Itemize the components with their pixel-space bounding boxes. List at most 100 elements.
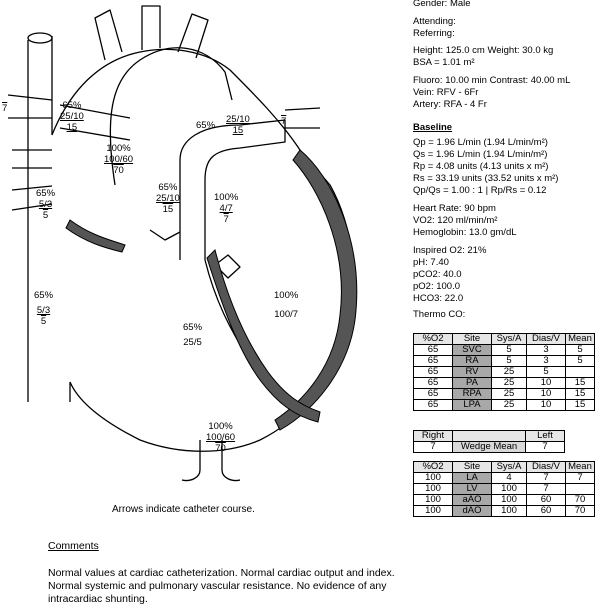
qp-line: Qp = 1.96 L/min (1.94 L/min/m²) — [413, 137, 548, 148]
cell: 25 — [492, 400, 527, 411]
hemodynamics-table-left: %O2 Site Sys/A Dias/V Mean 100 LA 4 7 7 … — [413, 461, 595, 517]
col-mean: Mean — [566, 462, 595, 473]
table-row: 100 LV 100 7 — [414, 484, 595, 495]
cell: 100 — [414, 484, 453, 495]
comments-title: Comments — [48, 540, 99, 552]
cell: 70 — [566, 506, 595, 517]
col-o2: %O2 — [414, 462, 453, 473]
wedge-left-label: Left — [526, 431, 565, 442]
wedge-mean-label: Wedge Mean — [453, 442, 526, 453]
col-dias: Dias/V — [527, 334, 566, 345]
wedge-right-label: Right — [414, 431, 453, 442]
cell: 60 — [527, 495, 566, 506]
cell-site: LPA — [453, 400, 492, 411]
heart-rate-line: Heart Rate: 90 bpm — [413, 203, 496, 214]
aao-label: 100% 100/60 70 — [104, 143, 133, 176]
cell: 10 — [527, 389, 566, 400]
cell: 65 — [414, 389, 453, 400]
cell: 5 — [566, 345, 595, 356]
artery-line: Artery: RFA - 4 Fr — [413, 99, 487, 110]
pco2-line: pCO2: 40.0 — [413, 269, 462, 280]
cell: 100 — [414, 506, 453, 517]
rs-line: Rs = 33.19 units (33.52 units x m²) — [413, 173, 558, 184]
attending-line: Attending: — [413, 16, 456, 27]
cell: 5 — [492, 345, 527, 356]
rv-outflow — [66, 220, 125, 252]
cell-site: dAO — [453, 506, 492, 517]
cell: 25 — [492, 367, 527, 378]
lv-label: 100% 100/7 — [274, 290, 298, 320]
table-row: 7 Wedge Mean 7 — [414, 442, 565, 453]
height-weight-line: Height: 125.0 cm Weight: 30.0 kg — [413, 45, 553, 56]
cell: 100 — [492, 495, 527, 506]
cell-site: aAO — [453, 495, 492, 506]
svc-label: 65% 5/3 5 — [36, 188, 55, 221]
table-row: 65 SVC 5 3 5 — [414, 345, 595, 356]
cell: 7 — [527, 473, 566, 484]
col-mean: Mean — [566, 334, 595, 345]
lpv-right-label: 7 — [2, 103, 7, 114]
table-row: 65 RA 5 3 5 — [414, 356, 595, 367]
cell: 65 — [414, 367, 453, 378]
table-row: 65 LPA 25 10 15 — [414, 400, 595, 411]
table-header-row: %O2 Site Sys/A Dias/V Mean — [414, 334, 595, 345]
cell: 3 — [527, 356, 566, 367]
fluoro-line: Fluoro: 10.00 min Contrast: 40.00 mL — [413, 75, 570, 86]
col-dias: Dias/V — [527, 462, 566, 473]
col-site: Site — [453, 334, 492, 345]
cell: 5 — [566, 356, 595, 367]
table-row: 100 dAO 100 60 70 — [414, 506, 595, 517]
cell: 25 — [492, 378, 527, 389]
wedge-blank — [453, 431, 526, 442]
table-row: 65 RV 25 5 — [414, 367, 595, 378]
wedge-left-value: 7 — [526, 442, 565, 453]
cell: 65 — [414, 356, 453, 367]
cell: 60 — [527, 506, 566, 517]
inspired-o2-line: Inspired O2: 21% — [413, 245, 486, 256]
diagram-caption: Arrows indicate catheter course. — [112, 504, 255, 515]
cell — [566, 484, 595, 495]
vo2-line: VO2: 120 ml/min/m² — [413, 215, 497, 226]
cell-site: RPA — [453, 389, 492, 400]
cell-site: RV — [453, 367, 492, 378]
cell — [566, 367, 595, 378]
table-header-row: %O2 Site Sys/A Dias/V Mean — [414, 462, 595, 473]
comments-text: Normal values at cardiac catheterization… — [48, 567, 403, 606]
table-row: 100 aAO 100 60 70 — [414, 495, 595, 506]
hco3-line: HCO3: 22.0 — [413, 293, 463, 304]
ivc-outline — [28, 382, 70, 402]
table-row: 65 PA 25 10 15 — [414, 378, 595, 389]
col-sys: Sys/A — [492, 462, 527, 473]
cell: 15 — [566, 400, 595, 411]
cell: 100 — [492, 484, 527, 495]
cell: 4 — [492, 473, 527, 484]
wedge-right-value: 7 — [414, 442, 453, 453]
po2-line: pO2: 100.0 — [413, 281, 460, 292]
cell: 25 — [492, 389, 527, 400]
table-header-row: Right Left — [414, 431, 565, 442]
cell: 100 — [414, 495, 453, 506]
col-o2: %O2 — [414, 334, 453, 345]
col-site: Site — [453, 462, 492, 473]
cell: 7 — [527, 484, 566, 495]
lpa-pressure-label: 25/10 15 — [226, 114, 250, 136]
cell-site: SVC — [453, 345, 492, 356]
ratio-line: Qp/Qs = 1.00 : 1 | Rp/Rs = 0.12 — [413, 185, 546, 196]
cell: 100 — [414, 473, 453, 484]
ra-label: 65% 5/3 5 — [34, 290, 53, 327]
wedge-table: Right Left 7 Wedge Mean 7 — [413, 430, 565, 453]
cell: 15 — [566, 378, 595, 389]
rp-line: Rp = 4.08 units (4.13 units x m²) — [413, 161, 548, 172]
qs-line: Qs = 1.96 L/min (1.94 L/min/m²) — [413, 149, 547, 160]
cell: 3 — [527, 345, 566, 356]
rv-label: 65% 25/5 — [183, 322, 202, 348]
cell: 5 — [492, 356, 527, 367]
lpv-label: 7 — [281, 116, 286, 127]
cell: 100 — [492, 506, 527, 517]
heart-diagram — [0, 0, 405, 490]
cell: 7 — [566, 473, 595, 484]
cell-site: LA — [453, 473, 492, 484]
cell: 15 — [566, 389, 595, 400]
table-row: 65 RPA 25 10 15 — [414, 389, 595, 400]
cell: 10 — [527, 400, 566, 411]
